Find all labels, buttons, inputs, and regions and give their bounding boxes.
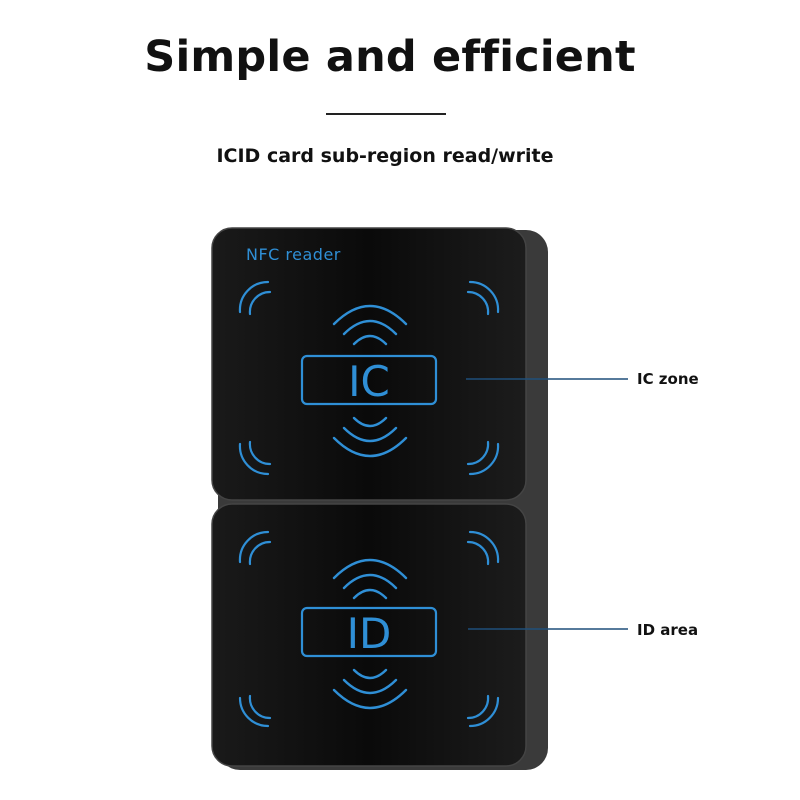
- id-zone-frame: [300, 606, 438, 658]
- title-divider: [326, 113, 446, 115]
- corner-wave-icons-bottom: [238, 530, 500, 728]
- id-area-label: ID area: [637, 621, 699, 639]
- signal-waves-icon-top-lower: [332, 416, 408, 458]
- bottom-panel: ID: [211, 503, 527, 767]
- top-panel: NFC reader: [211, 227, 527, 501]
- corner-wave-icons-top: [238, 280, 500, 476]
- signal-waves-icon-bottom-lower: [332, 668, 408, 710]
- ic-zone-label: IC zone: [637, 370, 699, 388]
- nfc-reader-device: NFC reader: [200, 222, 560, 782]
- nfc-reader-label: NFC reader: [246, 245, 341, 264]
- id-zone-text: ID: [347, 609, 392, 658]
- page-subtitle: ICID card sub-region read/write: [216, 145, 554, 167]
- signal-waves-icon-bottom-upper: [332, 558, 408, 600]
- page-title: Simple and efficient: [144, 32, 636, 82]
- ic-zone-frame: [300, 354, 438, 406]
- ic-zone-text: IC: [348, 357, 390, 406]
- signal-waves-icon-top-upper: [332, 304, 408, 346]
